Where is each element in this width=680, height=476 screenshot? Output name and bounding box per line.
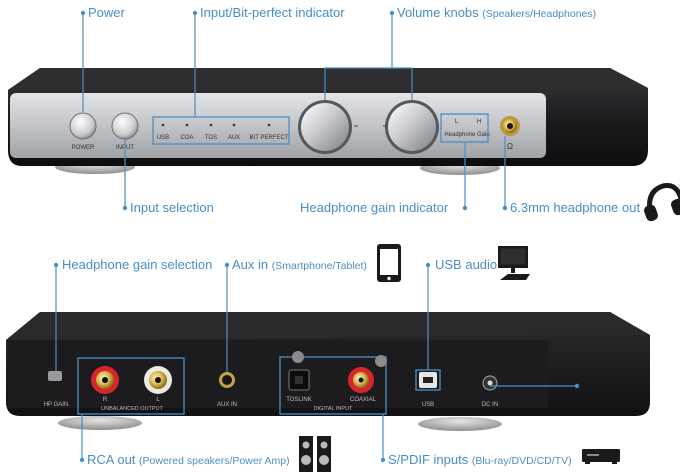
input-button[interactable] [111,112,139,140]
front-unit: POWER INPUT USB COA TOS AUX BIT PERFECT … [8,68,648,175]
leader-dots [53,10,580,463]
callout-volume: Volume knobs (Speakers/Headphones) [397,5,596,22]
led-label-coa: COA [180,135,193,141]
power-button[interactable] [69,112,97,140]
dc-in-label: DC IN [482,402,498,408]
back-panel [8,340,548,408]
rca-channel-r: R [103,397,108,403]
led-label-usb: USB [157,135,169,141]
callout-gain-indicator-text: Headphone gain indicator [300,200,449,215]
toslink-label: TOSLINK [286,397,312,403]
callout-volume-text: Volume knobs [397,5,479,20]
headphones-icon [644,183,680,222]
gain-mark-high: H [477,119,481,125]
headphone-jack-hole [507,123,513,129]
callout-rca-out-sub: (Powered speakers/Power Amp) [139,455,290,467]
led-label-bit-perfect: BIT PERFECT [250,135,289,141]
back-foot-right [418,417,502,431]
speakers-icon [299,436,331,472]
callout-gain-selection: Headphone gain selection [62,257,212,273]
hp-gain-switch[interactable] [48,371,62,381]
front-top-surface [8,68,648,90]
callout-aux-in: Aux in (Smartphone/Tablet) [232,257,367,274]
unbalanced-output-label: UNBALANCED OUTPUT [101,406,163,412]
callout-rca-out: RCA out (Powered speakers/Power Amp) [87,452,290,469]
screw [375,355,387,367]
callout-input-indicator-text: Input/Bit-perfect indicator [200,5,345,20]
callout-gain-selection-text: Headphone gain selection [62,257,213,272]
headphone-volume-knob[interactable] [388,103,436,151]
rca-jack-right-hole [102,377,108,383]
coaxial-jack-hole [358,377,364,383]
digital-input-highlight [279,356,387,415]
media-player-icon [582,449,620,464]
gain-mark-low: L [455,119,459,125]
led-label-tos: TOS [205,135,217,141]
coaxial-label: COAXIAL [350,397,377,403]
monitor-icon [498,246,530,280]
back-unit: HP GAIN R L UNBALANCED OUTPUT AUX IN TOS… [6,312,650,431]
back-foot-left [58,416,142,430]
aux-in-jack[interactable] [222,375,232,385]
rca-highlight [77,357,185,415]
callout-spdif-text: S/PDIF inputs [388,452,469,467]
rca-channel-l: L [156,397,160,403]
callout-volume-sub: (Speakers/Headphones) [482,8,597,20]
usb-port-inner [423,377,433,383]
smartphone-icon [377,244,401,282]
screw [292,351,304,363]
aux-in-label: AUX IN [217,402,237,408]
callout-aux-in-sub: (Smartphone/Tablet) [271,260,367,272]
rca-jack-left-hole [155,377,161,383]
callout-headphone-out: 6.3mm headphone out [510,200,640,216]
back-top-surface [6,312,650,340]
leader-lines [55,13,575,460]
headphone-jack-glyph: Ω [507,142,513,151]
hp-gain-label: HP GAIN [44,402,69,408]
callout-aux-in-text: Aux in [232,257,269,272]
callout-input-selection-text: Input selection [130,200,214,215]
callout-input-indicator: Input/Bit-perfect indicator [200,5,345,21]
callout-input-selection: Input selection [130,200,214,216]
input-indicator-leds [161,123,271,127]
power-button-label: POWER [72,145,95,151]
callout-spdif: S/PDIF inputs (Blu-ray/DVD/CD/TV) [388,452,572,469]
input-indicator-highlight [152,116,290,145]
dc-in-pin [487,380,493,386]
callout-usb-audio-text: USB audio [435,257,498,272]
headphone-gain-label: Headphone Gain [444,132,489,138]
callout-spdif-sub: (Blu-ray/DVD/CD/TV) [471,455,572,467]
speaker-volume-knob[interactable] [301,103,349,151]
callout-rca-out-text: RCA out [87,452,136,467]
led-label-aux: AUX [228,135,240,141]
callout-headphone-out-text: 6.3mm headphone out [510,200,641,215]
toslink-port-inner [295,376,303,384]
callout-gain-indicator: Headphone gain indicator [300,200,448,216]
callout-power: Power [88,5,125,21]
usb-label: USB [422,402,434,408]
callout-power-text: Power [88,5,125,20]
callout-usb-audio: USB audio [435,257,497,273]
digital-input-label: DIGITAL INPUT [314,406,353,412]
